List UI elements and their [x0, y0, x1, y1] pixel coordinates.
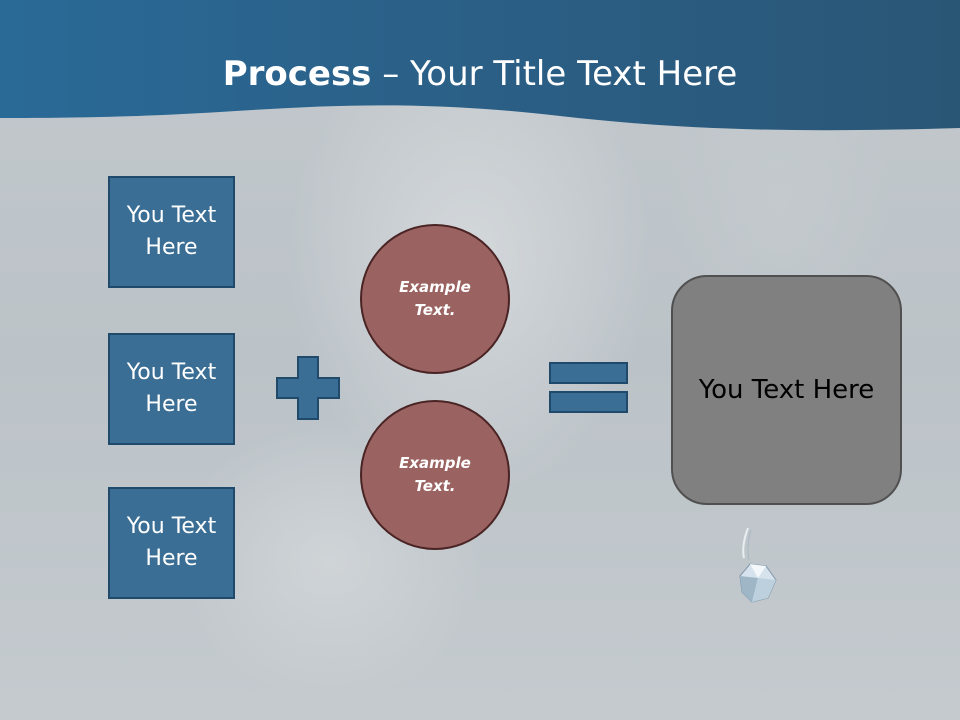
left-text-box-3[interactable]: You Text Here: [108, 487, 235, 599]
header-band: [0, 0, 960, 131]
plus-icon: [276, 356, 340, 420]
circle-label: Example Text.: [399, 278, 471, 319]
result-box-label: You Text Here: [698, 375, 875, 405]
title-rest: – Your Title Text Here: [371, 54, 738, 94]
result-box[interactable]: You Text Here: [671, 275, 902, 505]
page-title: Process – Your Title Text Here: [0, 52, 960, 96]
circle-label: Example Text.: [399, 454, 471, 495]
example-circle-1[interactable]: Example Text.: [360, 224, 510, 374]
example-circle-2[interactable]: Example Text.: [360, 400, 510, 550]
left-text-box-label: You Text Here: [126, 360, 217, 417]
equals-bar-top: [549, 362, 628, 384]
left-text-box-1[interactable]: You Text Here: [108, 176, 235, 288]
left-text-box-2[interactable]: You Text Here: [108, 333, 235, 445]
left-text-box-label: You Text Here: [126, 514, 217, 571]
title-bold: Process: [222, 54, 372, 94]
gem-icon: [739, 527, 777, 603]
equals-bar-bottom: [549, 391, 628, 413]
left-text-box-label: You Text Here: [126, 203, 217, 260]
